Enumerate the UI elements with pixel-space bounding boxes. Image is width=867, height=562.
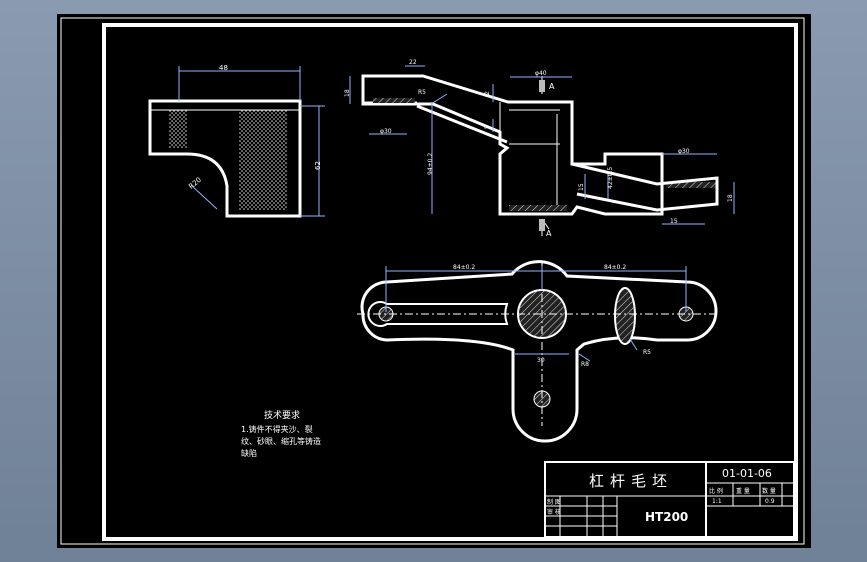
drawing-title: 杠杆毛坯 <box>589 472 673 490</box>
tb-label-weight: 重 量 <box>736 487 750 495</box>
top-view <box>148 99 302 218</box>
dim-plan-right: 84±0.2 <box>604 264 626 271</box>
section-label-top: A <box>549 82 555 91</box>
dim-f-10: 15 <box>578 183 585 191</box>
plan-view <box>360 260 718 443</box>
front-view <box>361 74 719 216</box>
section-arrow-top <box>539 80 545 92</box>
tb-role-drawn: 制 图 <box>547 498 561 506</box>
dim-f-13: 18 <box>727 194 734 202</box>
dim-f-8: 94±0.2 <box>427 153 434 175</box>
dim-plan-stem: 30 <box>537 357 545 364</box>
dim-plan-rib: R5 <box>643 349 651 356</box>
dim-f-9: φ30 <box>678 148 690 155</box>
dim-f-6: φ40 <box>535 70 547 77</box>
drawing-canvas: 48 62 R20 A A 22 18 φ3 <box>60 17 805 545</box>
dim-f-1: 22 <box>409 59 417 66</box>
drawing-number: 01-01-06 <box>722 467 772 480</box>
top-view-dims <box>178 66 325 217</box>
notes-line-3: 缺陷 <box>241 448 257 458</box>
dim-f-11: 42±0.5 <box>607 167 614 189</box>
dim-top-height: 62 <box>314 161 322 170</box>
dim-top-width: 48 <box>219 64 228 72</box>
dim-plan-fillet: R8 <box>581 361 589 368</box>
notes-heading: 技术要求 <box>264 409 300 421</box>
dim-f-2: 18 <box>344 89 351 97</box>
cad-viewport[interactable]: 48 62 R20 A A 22 18 φ3 <box>57 14 811 548</box>
tb-value-qty: 0.9 <box>765 498 775 505</box>
dim-f-12: 15 <box>670 218 678 225</box>
front-view-dims <box>349 65 735 225</box>
dim-f-7: 5 <box>484 125 491 129</box>
material: HT200 <box>645 510 688 524</box>
section-markers <box>541 76 550 236</box>
dim-plan-left: 84±0.2 <box>453 264 475 271</box>
notes-line-2: 纹、砂眼、缩孔等铸造 <box>241 436 321 446</box>
section-arrow-bottom <box>539 219 545 231</box>
tb-label-qty: 数 量 <box>762 487 776 495</box>
outer-border <box>60 17 805 545</box>
notes-line-1: 1.铸件不得夹沙、裂 <box>241 424 313 434</box>
technical-notes: 技术要求 1.铸件不得夹沙、裂 纹、砂眼、缩孔等铸造 缺陷 <box>241 409 321 458</box>
plan-view-dims <box>385 266 687 362</box>
title-block <box>544 461 795 538</box>
inner-border <box>102 23 798 541</box>
dim-f-5: 2 <box>484 91 491 95</box>
section-label-bottom: A <box>546 229 552 238</box>
rib-section <box>614 287 636 345</box>
tb-role-checked: 审 核 <box>547 508 561 516</box>
dim-f-4: R5 <box>418 89 426 96</box>
tb-value-scale: 1:1 <box>712 498 722 505</box>
dim-f-3: φ30 <box>380 128 392 135</box>
tb-label-scale: 比 例 <box>709 487 723 495</box>
